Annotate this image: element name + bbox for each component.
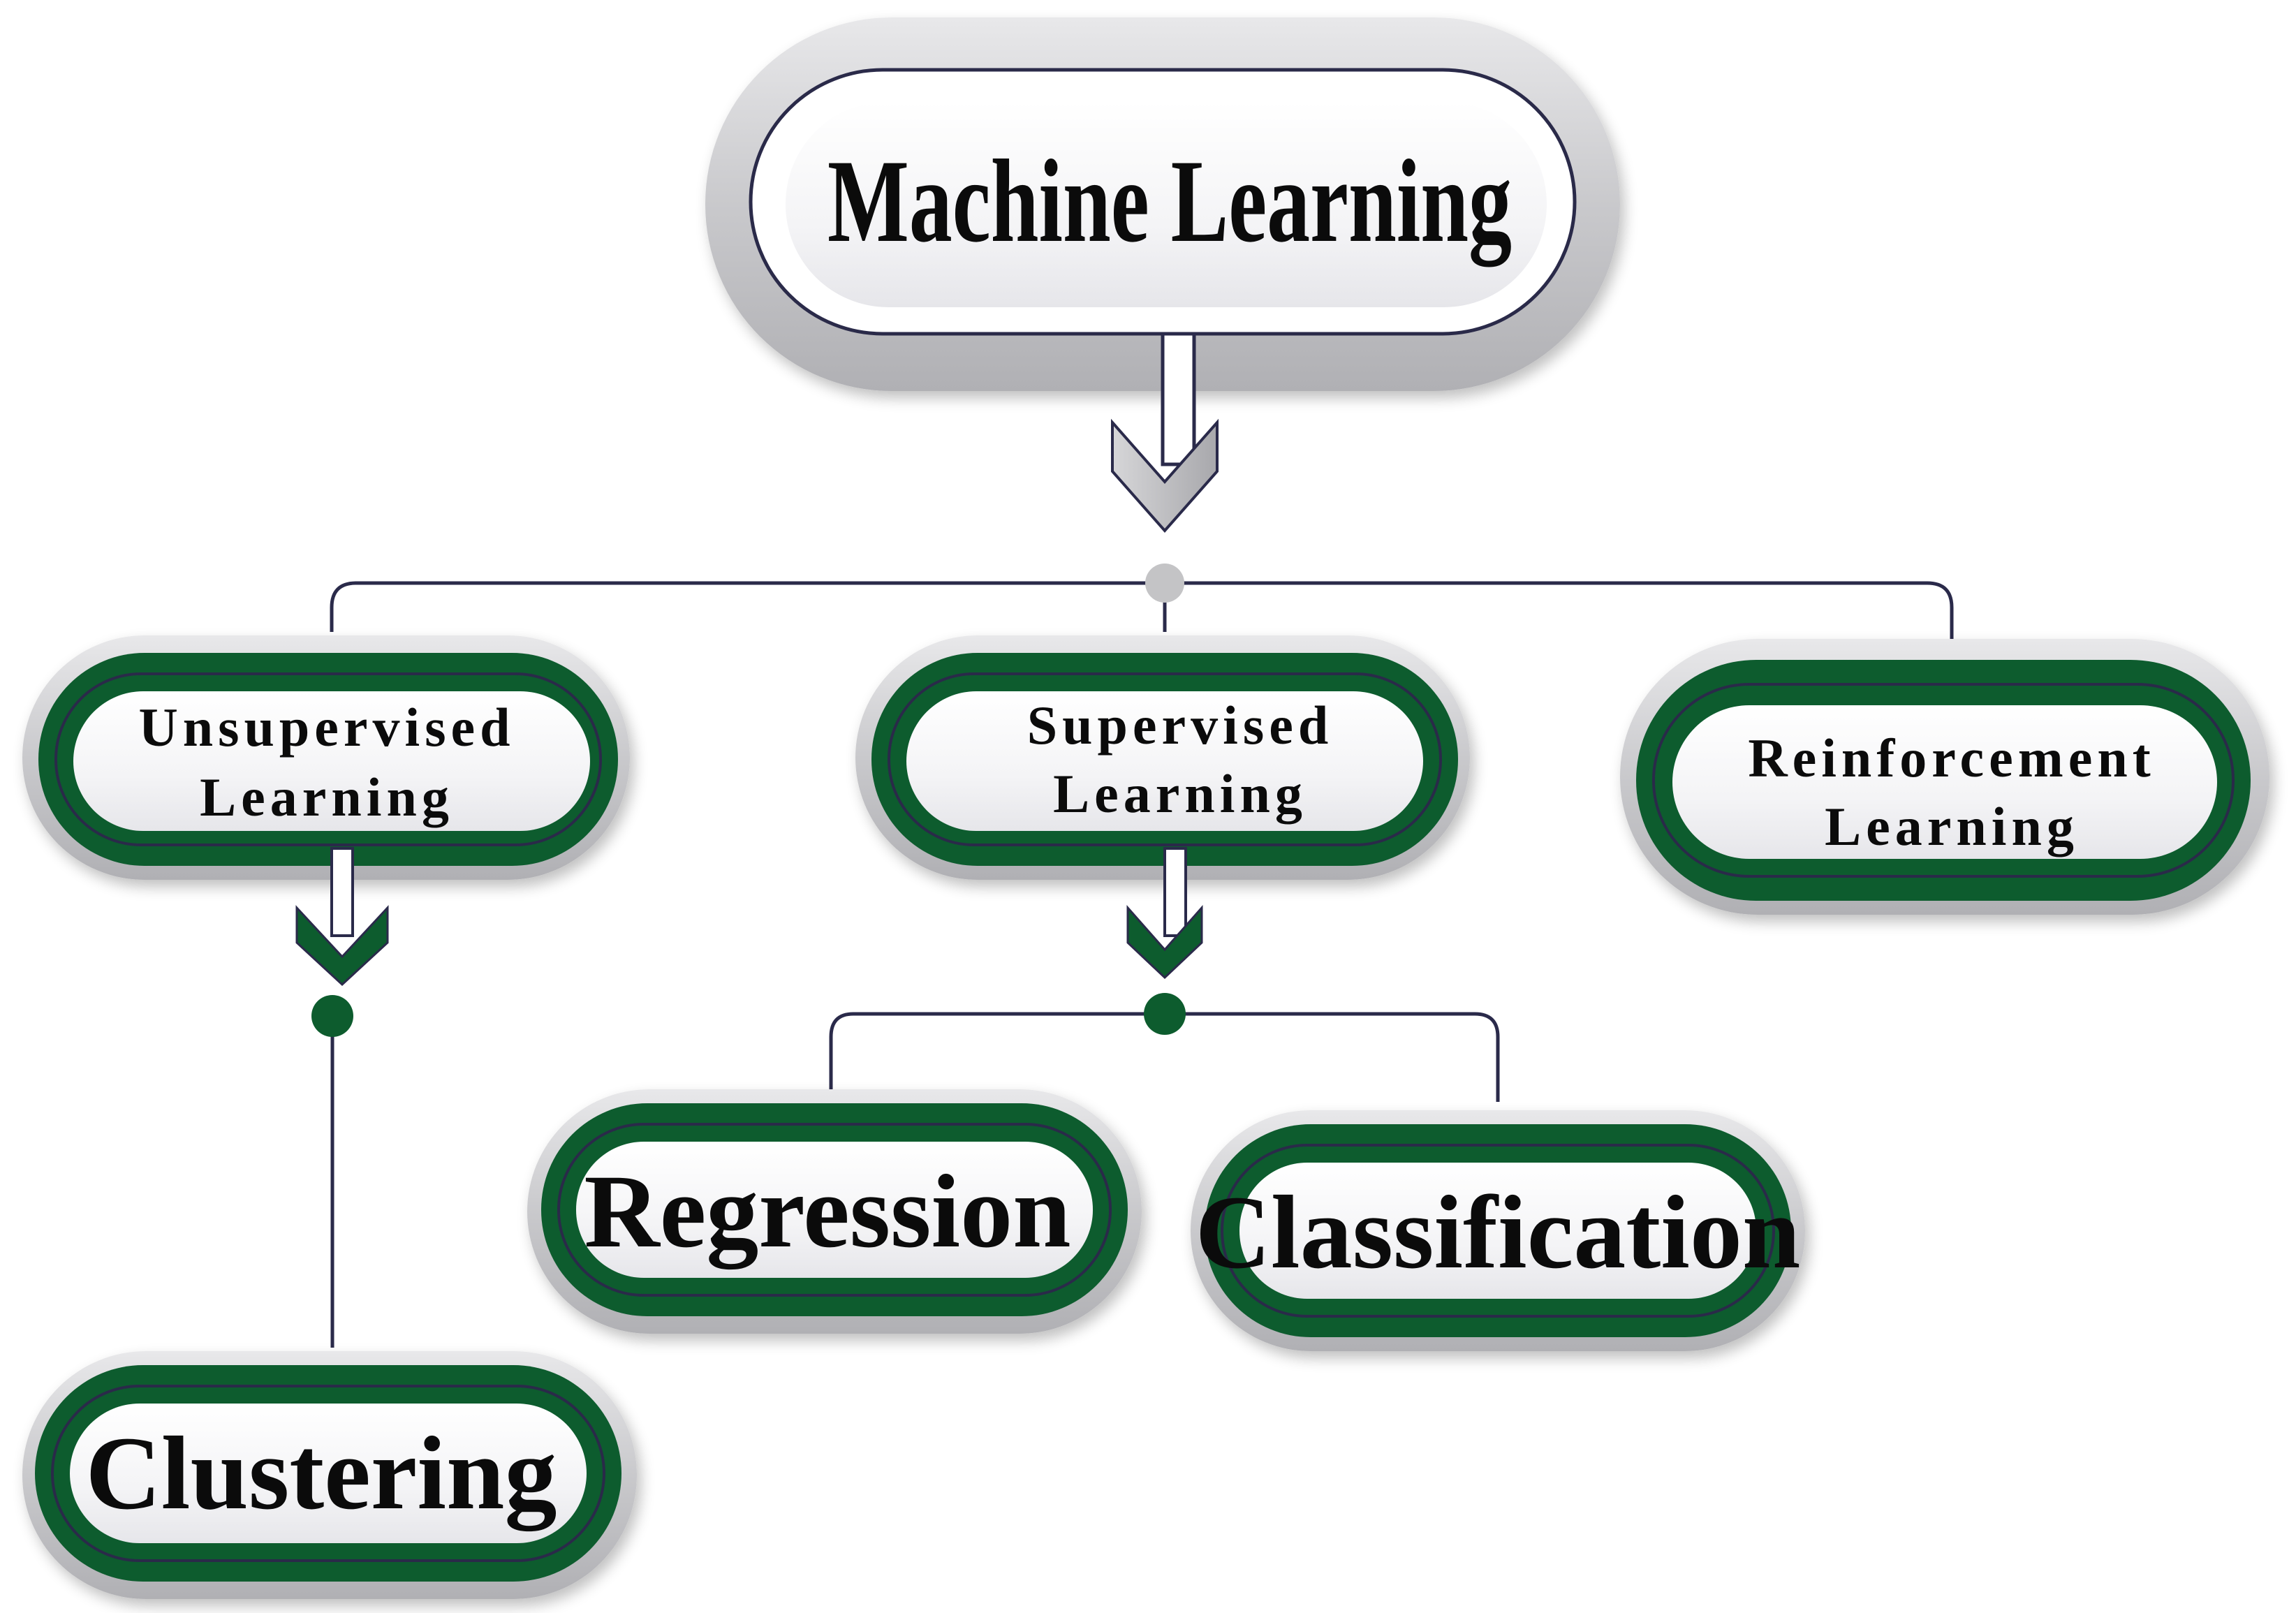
root-arrow [1111,332,1219,533]
classification-label: Classification [1195,1174,1801,1290]
unsupervised-node [22,635,630,880]
reinforcement-label-line1: Reinforcement [1748,728,2155,788]
supervised-junction-dot [1144,993,1186,1035]
unsupervised-label-line1: Unsupervised [138,697,515,758]
supervised-label-line2: Learning [1053,763,1307,824]
unsupervised-junction-dot [311,995,353,1037]
root-node [705,17,1620,391]
root-label: Machine Learning [827,135,1512,267]
regression-node [527,1089,1142,1334]
supervised-node [855,635,1470,880]
unsupervised-arrow [295,847,389,987]
clustering-node [22,1351,637,1599]
clustering-label: Clustering [86,1415,557,1531]
classification-node [1191,1110,1805,1351]
reinforcement-label-line2: Learning [1825,796,2079,857]
supervised-arrow [1126,847,1203,980]
regression-label: Regression [584,1154,1070,1269]
root-junction-dot [1145,564,1184,603]
unsupervised-label-line2: Learning [200,767,454,827]
reinforcement-node [1620,639,2269,915]
supervised-label-line1: Supervised [1027,695,1333,756]
